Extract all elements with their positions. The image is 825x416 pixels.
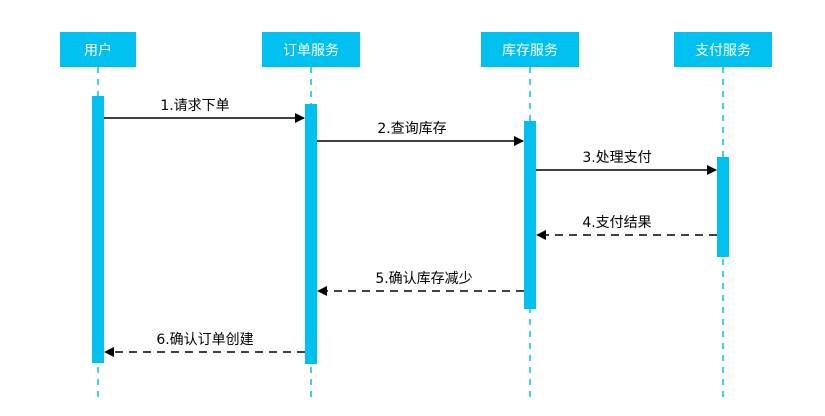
activation-inventory [524,121,536,309]
participant-order: 订单服务 [262,32,360,67]
activation-payment [717,157,729,257]
participant-user-label: 用户 [84,42,112,59]
message-5-label: 5.确认库存减少 [375,271,472,287]
participant-user: 用户 [60,32,136,67]
message-5: 5.确认库存减少 [317,271,524,296]
message-4-label: 4.支付结果 [582,215,651,231]
participant-inventory: 库存服务 [481,32,579,67]
message-1: 1.请求下单 [104,98,305,123]
participant-payment: 支付服务 [674,32,772,67]
activation-order [305,104,317,364]
message-1-label: 1.请求下单 [160,98,229,114]
message-4: 4.支付结果 [536,215,717,240]
participant-order-label: 订单服务 [283,43,339,59]
message-2-label: 2.查询库存 [377,121,446,137]
activation-user [92,96,104,363]
message-2: 2.查询库存 [317,121,524,146]
message-6: 6.确认订单创建 [104,332,305,357]
participant-inventory-label: 库存服务 [502,43,558,59]
participant-payment-label: 支付服务 [695,43,751,59]
message-6-label: 6.确认订单创建 [156,332,253,348]
message-3: 3.处理支付 [536,150,717,175]
message-3-label: 3.处理支付 [582,150,651,166]
